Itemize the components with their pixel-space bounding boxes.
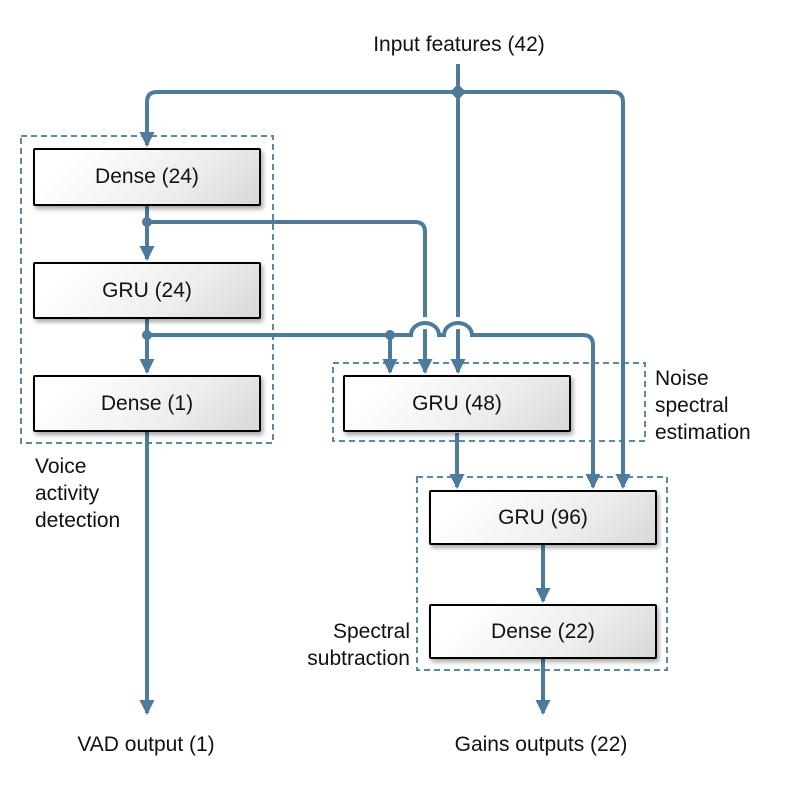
node-dense24: Dense (24)	[33, 148, 261, 206]
node-dense1: Dense (1)	[33, 375, 261, 432]
node-gru24: GRU (24)	[33, 262, 261, 319]
node-gru96: GRU (96)	[429, 490, 657, 545]
input-features-label: Input features (42)	[373, 33, 545, 56]
edge-gru24-to-gru96	[147, 321, 601, 489]
edge-input-to-gru96	[458, 90, 631, 489]
junction-diamond	[450, 84, 466, 100]
gains-output-label: Gains outputs (22)	[454, 733, 628, 756]
edge-input-to-dense24	[139, 90, 458, 147]
noise-group-label: Noise spectral estimation	[655, 367, 751, 444]
node-dense22: Dense (22)	[429, 604, 657, 659]
junction-dot	[385, 330, 395, 340]
junction-dot	[142, 330, 152, 340]
vad-output-label: VAD output (1)	[77, 733, 215, 756]
junction-dot	[142, 217, 152, 227]
edge-dense24-to-gru48	[147, 220, 433, 374]
subtraction-group-box	[416, 476, 668, 671]
noise-group-box	[332, 362, 646, 442]
vad-group-label: Voice activity detection	[35, 455, 121, 532]
node-gru48: GRU (48)	[343, 375, 571, 432]
subtraction-group-label: Spectral subtraction	[307, 620, 410, 670]
